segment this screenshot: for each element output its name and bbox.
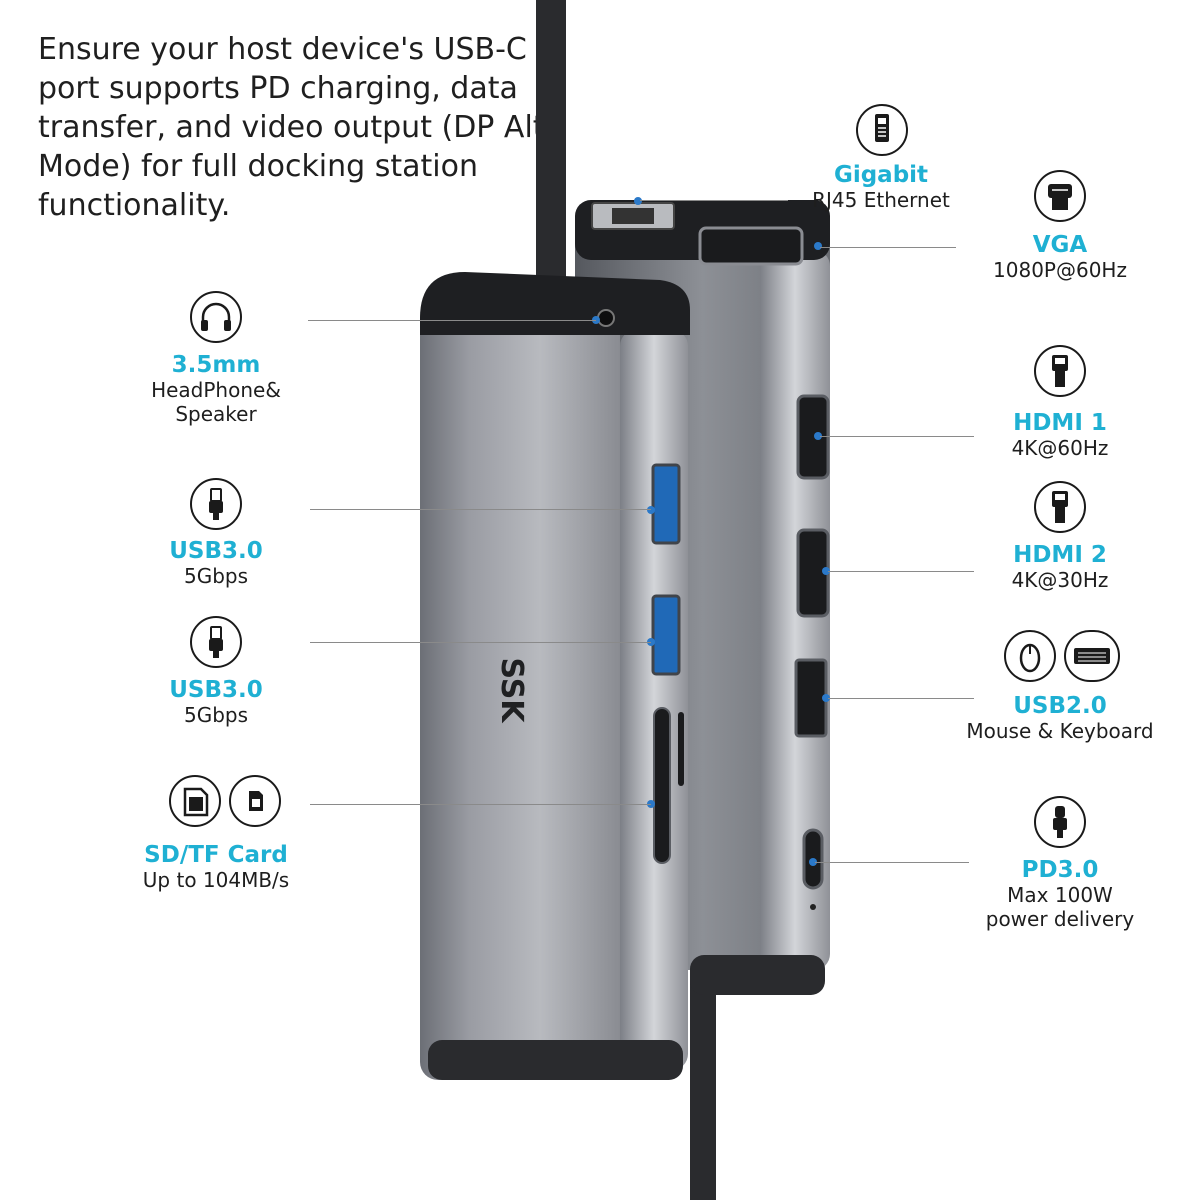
hdmi1-subtitle: 4K@60Hz bbox=[1011, 436, 1109, 460]
intro-text: Ensure your host device's USB-C port sup… bbox=[38, 32, 545, 223]
usb30-a-title: USB3.0 bbox=[169, 538, 263, 564]
hdmi2-title: HDMI 2 bbox=[1013, 542, 1107, 568]
keyboard-icon bbox=[1064, 630, 1120, 682]
ethernet-subtitle: RJ45 Ethernet bbox=[812, 188, 950, 212]
pd-title: PD3.0 bbox=[1021, 857, 1099, 883]
usb20-title: USB2.0 bbox=[1013, 693, 1107, 719]
audio-subtitle-line1: HeadPhone& bbox=[151, 378, 281, 402]
pd-subtitle-line1: Max 100W bbox=[1007, 883, 1113, 907]
card-subtitle: Up to 104MB/s bbox=[142, 868, 290, 892]
hdmi1-port bbox=[796, 394, 830, 480]
brand-logo: SSK bbox=[494, 657, 529, 724]
usb-c-icon bbox=[1034, 796, 1086, 848]
front-unit-bottom bbox=[428, 1040, 683, 1080]
usb-icon bbox=[190, 478, 242, 530]
usb30-b-title: USB3.0 bbox=[169, 677, 263, 703]
tf-card-icon bbox=[229, 775, 281, 827]
vga-title: VGA bbox=[1032, 232, 1088, 258]
ethernet-icon bbox=[856, 104, 908, 156]
usb20-port bbox=[794, 658, 828, 738]
hdmi2-icon bbox=[1034, 481, 1086, 533]
lead-usb30-a bbox=[310, 509, 651, 510]
usb30-port-a bbox=[651, 463, 681, 545]
hdmi2-subtitle: 4K@30Hz bbox=[1011, 568, 1109, 592]
usb20-subtitle: Mouse & Keyboard bbox=[966, 719, 1154, 743]
audio-subtitle-line2: Speaker bbox=[175, 402, 257, 426]
front-unit-top bbox=[420, 272, 690, 335]
usb30-port-b bbox=[651, 594, 681, 676]
audio-label: 3.5mm HeadPhone& Speaker bbox=[86, 352, 346, 426]
pd-subtitle-line2: power delivery bbox=[985, 907, 1135, 931]
mouse-icon bbox=[1004, 630, 1056, 682]
hdmi2-label: HDMI 2 4K@30Hz bbox=[930, 542, 1190, 592]
hdmi1-title: HDMI 1 bbox=[1013, 410, 1107, 436]
lead-vga bbox=[820, 247, 956, 248]
lead-usb30-b bbox=[310, 642, 651, 643]
audio-jack bbox=[597, 309, 615, 327]
usb30-b-label: USB3.0 5Gbps bbox=[86, 677, 346, 727]
vga-subtitle: 1080P@60Hz bbox=[993, 258, 1127, 282]
audio-title: 3.5mm bbox=[171, 352, 261, 378]
back-unit-bottom bbox=[690, 955, 825, 995]
lead-ethernet bbox=[640, 200, 788, 201]
usb-icon bbox=[190, 616, 242, 668]
vga-label: VGA 1080P@60Hz bbox=[930, 232, 1190, 282]
lead-usb20 bbox=[828, 698, 974, 699]
ethernet-label: Gigabit RJ45 Ethernet bbox=[751, 162, 1011, 212]
card-label: SD/TF Card Up to 104MB/s bbox=[86, 842, 346, 892]
vga-icon bbox=[1034, 170, 1086, 222]
lead-hdmi2 bbox=[828, 571, 974, 572]
pd-label: PD3.0 Max 100W power delivery bbox=[930, 857, 1190, 931]
hdmi1-icon bbox=[1034, 345, 1086, 397]
lead-card bbox=[310, 804, 651, 805]
usb30-b-subtitle: 5Gbps bbox=[183, 703, 249, 727]
front-unit-body bbox=[420, 300, 620, 1080]
front-unit-side bbox=[620, 330, 688, 1070]
lead-audio bbox=[308, 320, 596, 321]
hdmi1-label: HDMI 1 4K@60Hz bbox=[930, 410, 1190, 460]
ethernet-title: Gigabit bbox=[833, 162, 929, 188]
top-cable bbox=[536, 0, 566, 300]
vga-port bbox=[698, 226, 804, 266]
card-title: SD/TF Card bbox=[144, 842, 288, 868]
usb30-a-subtitle: 5Gbps bbox=[183, 564, 249, 588]
lead-hdmi1 bbox=[820, 436, 974, 437]
usb20-label: USB2.0 Mouse & Keyboard bbox=[930, 693, 1190, 743]
sd-slot bbox=[653, 707, 671, 864]
sd-card-icon bbox=[169, 775, 221, 827]
usb30-a-label: USB3.0 5Gbps bbox=[86, 538, 346, 588]
lead-pd bbox=[815, 862, 969, 863]
headphone-icon bbox=[190, 291, 242, 343]
tf-slot bbox=[678, 712, 684, 786]
